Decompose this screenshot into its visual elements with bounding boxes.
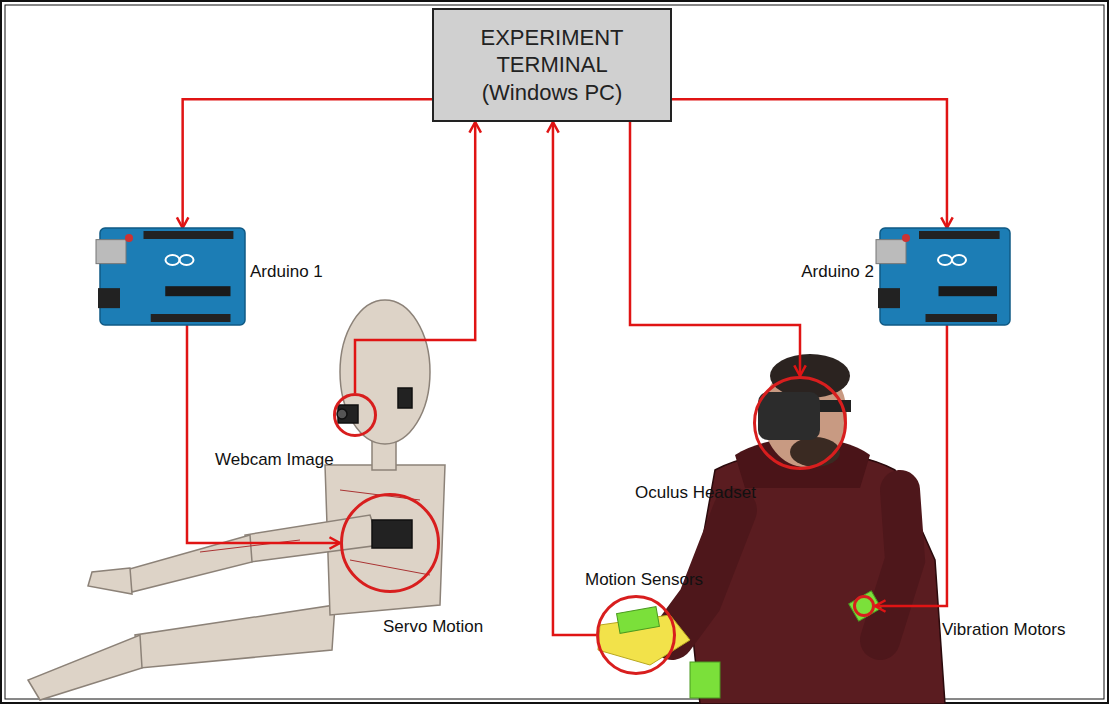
callout-circle-outline: [755, 378, 846, 469]
robot-shin: [28, 635, 142, 700]
arduino-board: Arduino 1: [100, 228, 245, 325]
callout-ring: [340, 493, 440, 593]
logo-mark: [938, 255, 952, 265]
arrow-head: [547, 122, 559, 133]
hair: [770, 354, 850, 398]
callout-ring: [753, 376, 847, 470]
callout-circle: Vibration Motors: [853, 595, 875, 617]
arrow-head: [329, 537, 340, 549]
callout-circle-outline: [335, 395, 376, 436]
connector-line: [875, 325, 947, 606]
connector-line: [672, 99, 947, 228]
pin-header: [919, 231, 1000, 239]
terminal-label: EXPERIMENT TERMINAL (Windows PC): [454, 24, 650, 107]
connector-line: [183, 99, 432, 228]
part-label: Oculus Headset: [635, 483, 756, 503]
robot-hand: [88, 568, 132, 594]
logo-mark: [952, 255, 966, 265]
pin-header: [926, 314, 998, 322]
connector-line: [355, 122, 475, 393]
arduino-picture: [100, 228, 245, 325]
chip: [165, 286, 230, 296]
callout-ring: [596, 595, 676, 675]
part-label: Webcam Image: [215, 450, 334, 470]
power-jack: [98, 288, 120, 308]
pin-header: [144, 231, 234, 239]
motion-sensor: [617, 607, 660, 634]
callout-circle-outline: [598, 597, 675, 674]
inner-frame: [5, 5, 1104, 699]
part-label: Servo Motion: [383, 617, 483, 637]
arduino-board: Arduino 2: [880, 228, 1010, 325]
arrow-head: [794, 365, 806, 376]
callout-ring: [853, 595, 875, 617]
headset: [758, 392, 820, 440]
right-arm: [880, 490, 905, 640]
connector-line: [630, 122, 800, 376]
reset-button: [125, 234, 133, 242]
part-label: Motion Sensors: [585, 570, 703, 590]
usb-port: [96, 240, 126, 264]
callout-ring: [333, 393, 377, 437]
callout-circle: Motion Sensors: [596, 595, 676, 675]
motion-sensor: [690, 662, 720, 698]
part-label: Vibration Motors: [942, 620, 1065, 640]
connector: [547, 122, 596, 635]
logo-mark: [166, 255, 180, 265]
logo-mark: [180, 255, 194, 265]
arrow-head: [941, 217, 953, 228]
connector: [630, 122, 806, 376]
robot-ear-servo: [398, 388, 412, 408]
callout-circle-outline: [342, 495, 439, 592]
robot-upper-arm: [245, 515, 380, 562]
robot-servo: [372, 520, 412, 548]
arduino-picture: [880, 228, 1010, 325]
connector-line: [553, 122, 596, 635]
webcam-lens: [337, 409, 347, 419]
collar: [735, 438, 870, 488]
callout-circle: Webcam Image: [333, 393, 377, 437]
power-jack: [878, 288, 900, 308]
connector: [187, 325, 340, 549]
usb-port: [876, 240, 906, 264]
connector-line: [187, 325, 340, 543]
connector: [875, 325, 947, 612]
person-figure: [598, 354, 945, 704]
terminal-box: EXPERIMENT TERMINAL (Windows PC): [432, 8, 672, 122]
connector: [355, 122, 481, 393]
headset-strap: [815, 400, 851, 412]
pin-header: [151, 314, 231, 322]
callout-circle: Oculus Headset: [753, 376, 847, 470]
robot-torso: [325, 465, 445, 615]
arrow-head: [875, 600, 886, 612]
connector: [177, 99, 432, 228]
connector: [672, 99, 953, 228]
robot-thigh: [135, 605, 335, 668]
chip: [939, 286, 998, 296]
part-label: Arduino 2: [801, 262, 874, 282]
robot-webcam: [338, 405, 358, 423]
part-label: Arduino 1: [250, 262, 323, 282]
arrow-head: [177, 217, 189, 228]
callout-circle: Servo Motion: [340, 493, 440, 593]
robot-wires: [200, 490, 430, 575]
reset-button: [902, 234, 910, 242]
robot-figure: [28, 300, 445, 700]
arrow-head: [469, 122, 481, 133]
beard: [790, 437, 840, 467]
callout-circle-outline: [855, 597, 874, 616]
